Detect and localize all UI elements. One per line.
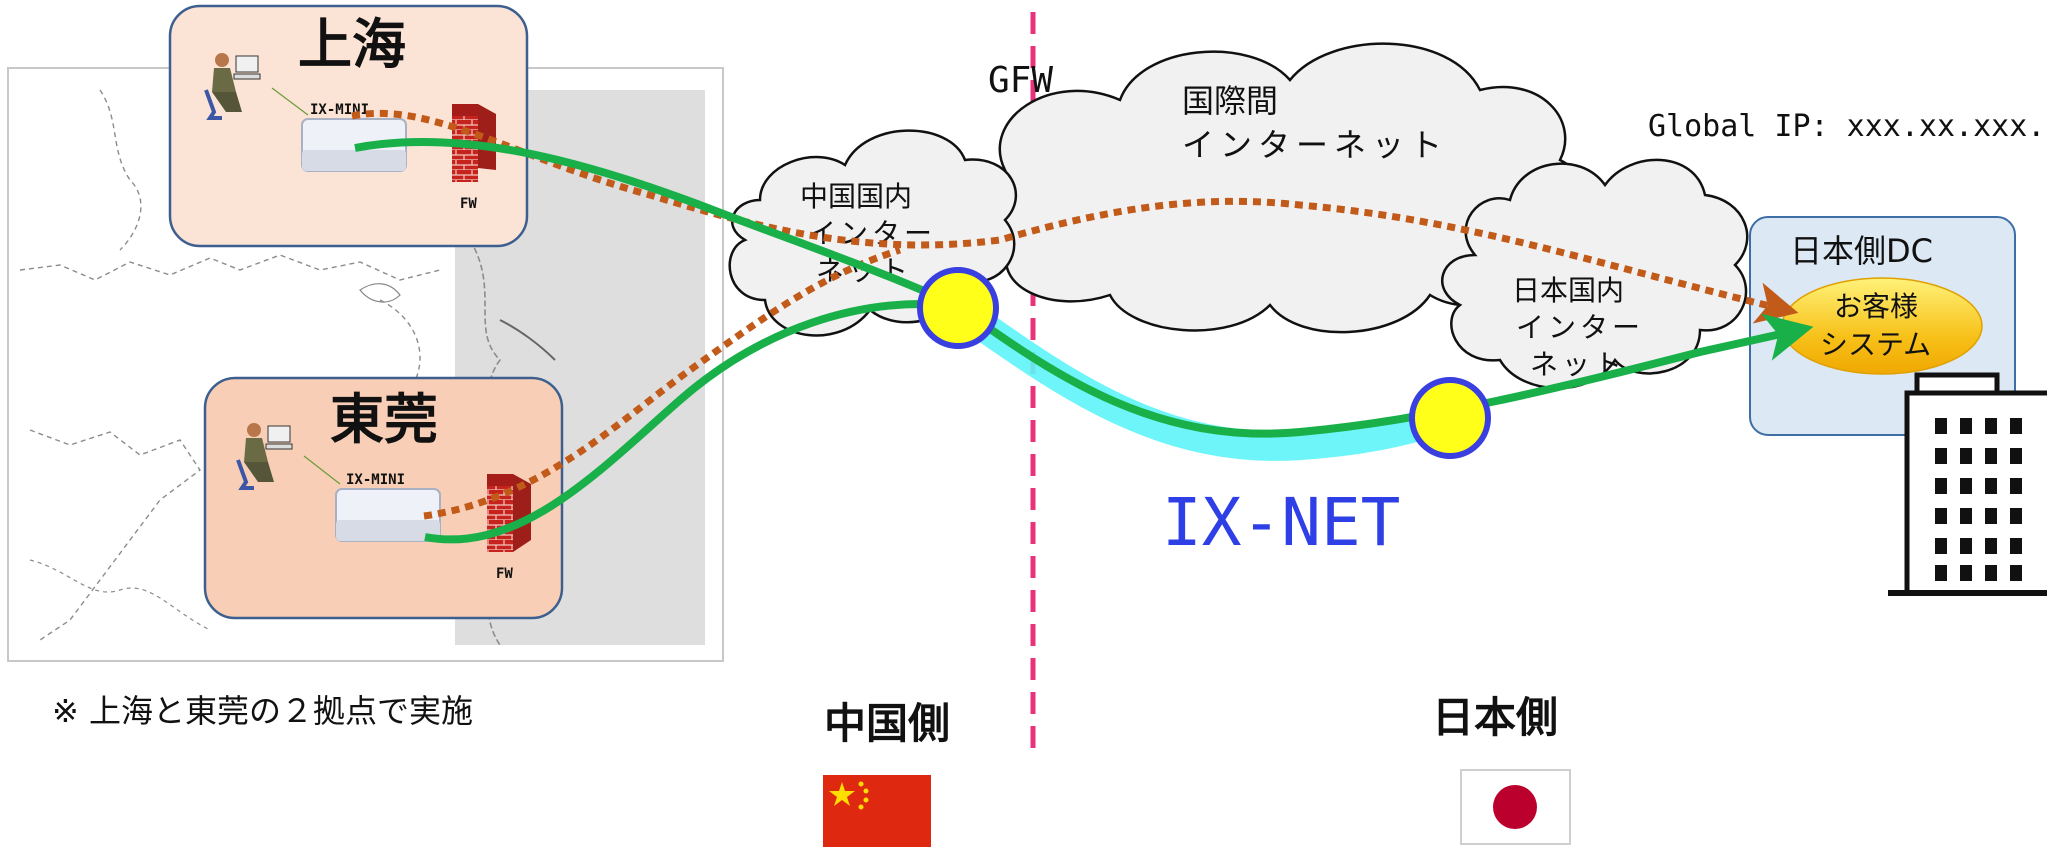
site-dongguan-device: IX-MINI bbox=[346, 472, 405, 488]
building-icon bbox=[1888, 372, 2047, 596]
international-internet-label-2: インターネット bbox=[1182, 126, 1448, 164]
japan-internet-label-1: 日本国内 bbox=[1512, 274, 1624, 307]
gfw-label: GFW bbox=[988, 60, 1053, 101]
user-pc-icon bbox=[236, 423, 293, 490]
japan-internet-label-2: インター bbox=[1516, 311, 1644, 344]
china-flag bbox=[823, 775, 931, 847]
site-shanghai-device: IX-MINI bbox=[310, 102, 369, 118]
china-internet-label-1: 中国国内 bbox=[800, 180, 912, 213]
site-shanghai-name: 上海 bbox=[298, 13, 406, 76]
site-dongguan: 東莞 IX-MINI FW bbox=[203, 376, 564, 620]
system-label-1: お客様 bbox=[1834, 290, 1918, 323]
note-text: ※ 上海と東莞の２拠点で実施 bbox=[52, 692, 473, 730]
site-shanghai-fw: FW bbox=[460, 196, 477, 212]
user-pc-icon bbox=[204, 53, 261, 120]
ixnet-node-japan bbox=[1409, 377, 1491, 459]
system-label-2: システム bbox=[1820, 328, 1931, 361]
japan-side-label: 日本側 bbox=[1432, 693, 1558, 742]
internet-path-dongguan bbox=[423, 246, 902, 520]
ixnet-node-china bbox=[917, 267, 999, 349]
site-dongguan-fw: FW bbox=[496, 566, 513, 582]
international-internet-cloud: 国際間 インターネット bbox=[970, 42, 1585, 334]
global-ip-label: Global IP: xxx.xx.xxx. bbox=[1648, 109, 2045, 144]
japan-flag bbox=[1460, 769, 1571, 845]
internet-path-shanghai bbox=[351, 109, 1799, 324]
dc-title: 日本側DC bbox=[1790, 232, 1933, 270]
ixnet-label: IX-NET bbox=[1162, 484, 1400, 561]
site-shanghai: 上海 IX-MINI FW bbox=[168, 4, 529, 248]
china-side-label: 中国側 bbox=[824, 699, 950, 748]
site-dongguan-name: 東莞 bbox=[330, 388, 438, 451]
japan-internet-cloud: 日本国内 インター ネット bbox=[1441, 158, 1749, 390]
international-internet-label-1: 国際間 bbox=[1182, 82, 1278, 120]
ixnet-path-dongguan bbox=[424, 300, 959, 544]
